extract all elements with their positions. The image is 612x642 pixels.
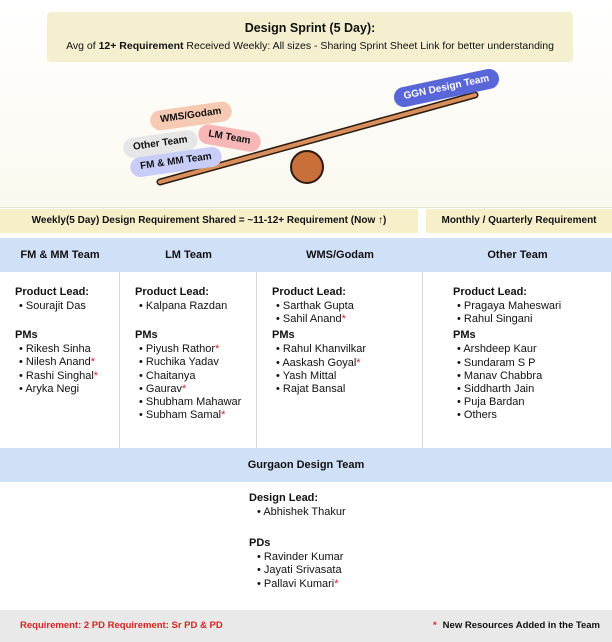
list-item: Gaurav* <box>135 383 256 396</box>
list-item: Rahul Khanvilkar <box>272 343 422 356</box>
list-item: Piyush Rathor* <box>135 343 256 356</box>
sprint-info-box: Design Sprint (5 Day): Avg of 12+ Requir… <box>47 12 573 62</box>
design-lead-label: Design Lead: <box>249 492 319 504</box>
team-column-lm: Product Lead: Kalpana Razdan PMs Piyush … <box>120 272 257 448</box>
list-item: Subham Samal* <box>135 409 256 422</box>
pms-label: PMs <box>15 329 38 342</box>
product-lead-label: Product Lead: <box>15 286 89 298</box>
list-item: Manav Chabbra <box>453 370 611 383</box>
list-item: Sahil Anand* <box>272 313 422 326</box>
seesaw-beam <box>158 93 477 184</box>
team-header-other: Other Team <box>423 238 612 272</box>
weekly-requirement-band: Weekly(5 Day) Design Requirement Shared … <box>0 209 418 233</box>
product-lead-label: Product Lead: <box>135 286 209 298</box>
list-item: Ravinder Kumar <box>249 551 346 564</box>
team-column-fm-mm: Product Lead: Sourajit Das PMs Rikesh Si… <box>0 272 120 448</box>
seesaw-illustration: WMS/Godam Other Team LM Team FM & MM Tea… <box>0 60 612 210</box>
list-item: Rahul Singani <box>453 313 611 326</box>
fulcrum-ball <box>290 150 324 184</box>
list-item: Rashi Singhal* <box>15 370 119 383</box>
list-item: Aryka Negi <box>15 383 119 396</box>
list-item: Others <box>453 409 611 422</box>
list-item: Arshdeep Kaur <box>453 343 611 356</box>
pms-label: PMs <box>135 329 158 342</box>
gurgaon-team-header: Gurgaon Design Team <box>0 448 612 482</box>
legend-text: New Resources Added in the Team <box>442 620 600 631</box>
sprint-title: Design Sprint (5 Day): <box>244 21 376 35</box>
sprint-sub-prefix: Avg of <box>66 40 99 52</box>
sprint-sub-bold: 12+ Requirement <box>98 40 184 52</box>
list-item: Ruchika Yadav <box>135 356 256 369</box>
sprint-sub-suffix: Received Weekly: All sizes - Sharing Spr… <box>183 40 554 52</box>
team-header-fm-mm: FM & MM Team <box>0 238 120 272</box>
product-lead-label: Product Lead: <box>453 286 527 298</box>
list-item: Rajat Bansal <box>272 383 422 396</box>
list-item: Siddharth Jain <box>453 383 611 396</box>
pms-label: PMs <box>272 329 295 342</box>
list-item: Kalpana Razdan <box>135 300 256 313</box>
seesaw-graphic <box>156 91 479 186</box>
team-column-other: Product Lead: Pragaya Maheswari Rahul Si… <box>423 272 612 448</box>
team-header-wms: WMS/Godam <box>257 238 423 272</box>
footer-bar: Requirement: 2 PD Requirement: Sr PD & P… <box>0 610 612 642</box>
list-item: Pragaya Maheswari <box>453 300 611 313</box>
header-area: Design Sprint (5 Day): Avg of 12+ Requir… <box>0 0 612 208</box>
list-item: Chaitanya <box>135 370 256 383</box>
list-item: Sundaram S P <box>453 357 611 370</box>
list-item: Aaskash Goyal* <box>272 357 422 370</box>
team-column-wms: Product Lead: Sarthak Gupta Sahil Anand*… <box>257 272 423 448</box>
pds-label: PDs <box>249 537 271 550</box>
footer-legend: * New Resources Added in the Team <box>433 620 600 631</box>
team-header-lm: LM Team <box>120 238 257 272</box>
list-item: Shubham Mahawar <box>135 396 256 409</box>
sprint-subtitle: Avg of 12+ Requirement Received Weekly: … <box>47 40 573 52</box>
list-item: Nilesh Anand* <box>15 356 119 369</box>
list-item: Rikesh Sinha <box>15 343 119 356</box>
list-item: Abhishek Thakur <box>249 506 345 519</box>
list-item: Sarthak Gupta <box>272 300 422 313</box>
list-item: Sourajit Das <box>15 300 119 313</box>
list-item: Puja Bardan <box>453 396 611 409</box>
monthly-requirement-band: Monthly / Quarterly Requirement <box>426 209 612 233</box>
gurgaon-team-body: Design Lead: Abhishek Thakur PDs Ravinde… <box>249 492 346 591</box>
list-item: Jayati Srivasata <box>249 564 346 577</box>
legend-star: * <box>432 620 437 631</box>
pms-label: PMs <box>453 329 476 342</box>
footer-requirement: Requirement: 2 PD Requirement: Sr PD & P… <box>20 620 223 631</box>
product-lead-label: Product Lead: <box>272 286 346 298</box>
list-item: Pallavi Kumari* <box>249 578 346 591</box>
list-item: Yash Mittal <box>272 370 422 383</box>
